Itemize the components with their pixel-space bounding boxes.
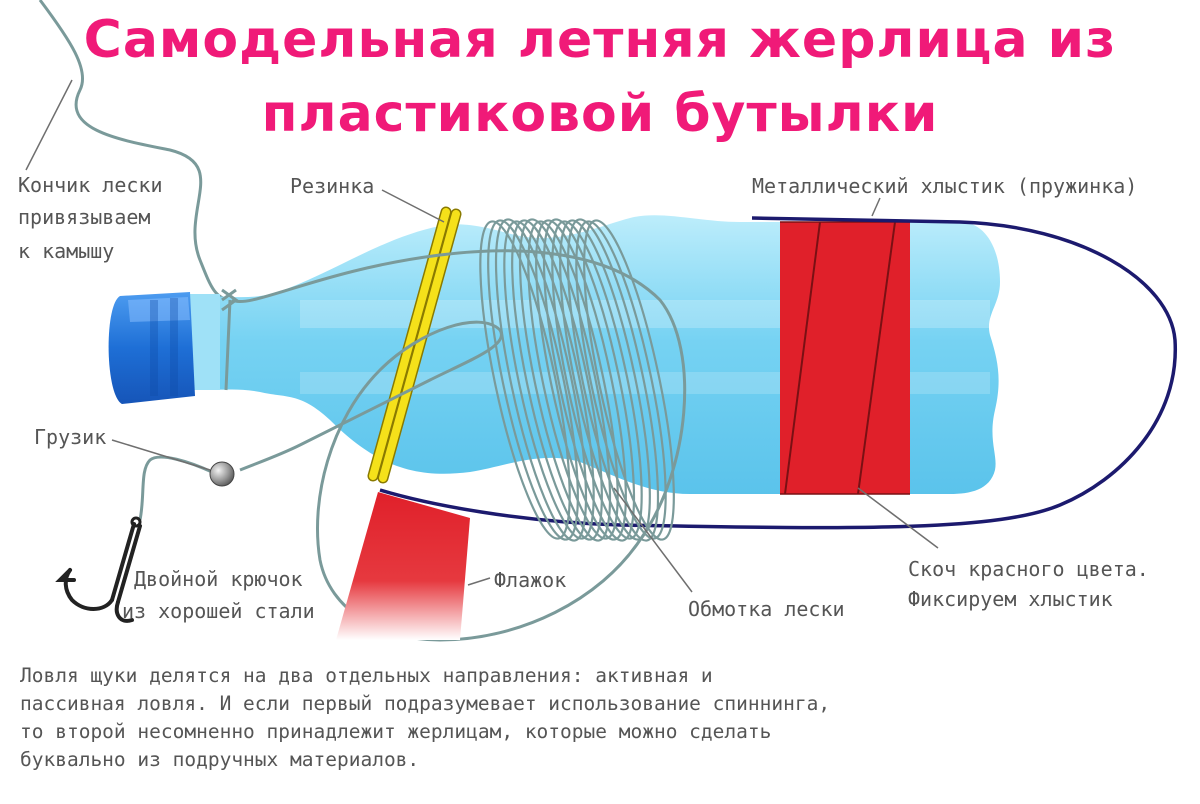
line-coil	[583, 219, 675, 541]
hook-label-line1: Двойной крючок	[134, 567, 303, 591]
rubber-band-label: Резинка	[290, 174, 375, 198]
line-coil	[494, 218, 588, 542]
leader-pointers	[25, 79, 939, 593]
caption-line2: пассивная ловля. И если первый подразуме…	[20, 692, 831, 715]
red-tape	[780, 221, 910, 495]
sinker	[209, 461, 235, 487]
hook-label-line2: из хорошей стали	[122, 599, 315, 623]
double-hook	[55, 516, 142, 623]
line-to-reeds	[38, 0, 233, 302]
tip-label-line3: к камышу	[18, 239, 115, 263]
sinker-label: Грузик	[34, 425, 107, 449]
metal-whip	[379, 216, 1177, 530]
line-coil	[511, 219, 603, 541]
line-coil	[551, 220, 643, 540]
flag-label: Флажок	[494, 568, 567, 592]
line-coil	[527, 220, 619, 540]
winding-label: Обмотка лески	[688, 597, 845, 621]
page-title: Самодельная летняя жерлица из	[83, 10, 1117, 70]
line-coil	[535, 219, 627, 541]
line-coil	[518, 218, 612, 542]
tape-label-line1: Скоч красного цвета.	[908, 557, 1149, 581]
line-coil	[575, 220, 667, 540]
tape-label-line2: Фиксируем хлыстик	[908, 587, 1113, 611]
tip-label-line1: Кончик лески	[18, 173, 163, 197]
line-coil	[479, 220, 571, 540]
caption-line1: Ловля щуки делятся на два отдельных напр…	[20, 664, 713, 687]
metal-whip-label: Металлический хлыстик (пружинка)	[752, 174, 1138, 198]
red-flag	[336, 492, 470, 640]
page-title-line2: пластиковой бутылки	[261, 84, 939, 144]
bottle-cap	[108, 292, 195, 404]
tip-label-line2: привязываем	[18, 205, 151, 229]
caption-line4: буквально из подручных материалов.	[20, 748, 420, 771]
line-coil	[566, 218, 660, 542]
caption-line3: то второй несомненно принадлежит жерлица…	[20, 720, 772, 743]
line-winding	[479, 218, 675, 542]
line-coil	[503, 220, 595, 540]
line-coil	[487, 219, 579, 541]
line-coil	[542, 218, 636, 542]
neck-knot	[221, 288, 239, 391]
caption: Ловля щуки делятся на два отдельных напр…	[20, 662, 980, 774]
